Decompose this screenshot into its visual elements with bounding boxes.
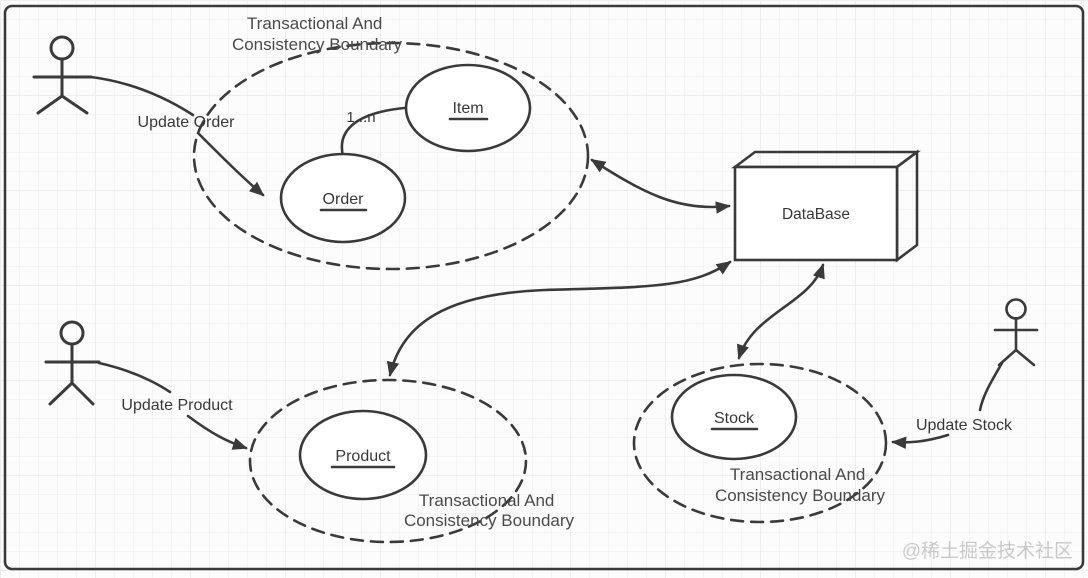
- entity-order-label: Order: [323, 191, 365, 208]
- database-side-face: [895, 149, 919, 263]
- update-stock-label: Update Stock: [916, 417, 1013, 434]
- boundary-title-line1: Transactional And: [730, 465, 865, 484]
- boundary-title-line2: Consistency Boundary: [404, 511, 575, 530]
- arrow-productboundary-database: [386, 260, 732, 377]
- entity-product-ellipse: [298, 409, 428, 501]
- database-top-face: [731, 150, 921, 169]
- boundary-product-ellipse: [248, 378, 528, 544]
- boundary-product-title: Transactional And Consistency Boundary: [404, 491, 575, 530]
- boundary-stock-ellipse: [632, 362, 888, 524]
- order-item-multiplicity-label: 1...n: [346, 109, 375, 126]
- arrow-database-stock: [736, 263, 825, 360]
- actor-leg-right: [60, 94, 89, 115]
- database-label: DataBase: [782, 206, 850, 223]
- actor-update-stock: [993, 298, 1039, 367]
- boundary-stock-title: Transactional And Consistency Boundary: [715, 465, 886, 505]
- arrow-update-order-to-order: [196, 131, 265, 197]
- entity-stock-label: Stock: [714, 410, 755, 427]
- actor-update-order: [32, 35, 93, 115]
- database-node: DataBase: [731, 149, 921, 263]
- boundary-title-line2: Consistency Boundary: [232, 35, 403, 54]
- entity-stock-ellipse: [670, 373, 798, 461]
- entity-product-label: Product: [335, 448, 391, 465]
- boundary-title-line1: Transactional And: [419, 491, 554, 510]
- entity-item-ellipse: [404, 63, 532, 153]
- arrow-update-stock-to-boundary: [891, 433, 950, 450]
- database-front-face: [733, 165, 899, 262]
- update-product-label: Update Product: [121, 397, 233, 414]
- diagram-border: [3, 4, 1085, 571]
- actor-head: [1005, 298, 1027, 320]
- actor-leg-left: [48, 381, 74, 406]
- actor-head: [59, 320, 85, 346]
- actor2-to-label-curve: [97, 361, 172, 394]
- boundary-order-item-title: Transactional And Consistency Boundary: [232, 14, 403, 54]
- boundary-order-item-ellipse: [192, 41, 590, 271]
- boundary-title-line1: Transactional And: [247, 14, 382, 33]
- actor1-to-label-curve: [89, 75, 195, 117]
- entity-item-label: Item: [452, 100, 483, 117]
- watermark-text: @稀土掘金技术社区: [902, 540, 1073, 562]
- update-order-label: Update Order: [138, 114, 236, 131]
- arrow-update-product-to-boundary: [186, 414, 248, 450]
- actor3-to-label-curve: [978, 361, 1004, 412]
- arrow-orderboundary-database: [590, 158, 731, 214]
- entity-order-ellipse: [279, 152, 407, 244]
- actor-leg-right: [70, 381, 95, 406]
- order-item-connector: [340, 106, 406, 158]
- actor-head: [49, 35, 75, 61]
- actor-leg-left: [36, 94, 64, 115]
- actor-update-product: [44, 320, 101, 406]
- boundary-title-line2: Consistency Boundary: [715, 486, 886, 505]
- actor-leg-right: [1014, 348, 1036, 367]
